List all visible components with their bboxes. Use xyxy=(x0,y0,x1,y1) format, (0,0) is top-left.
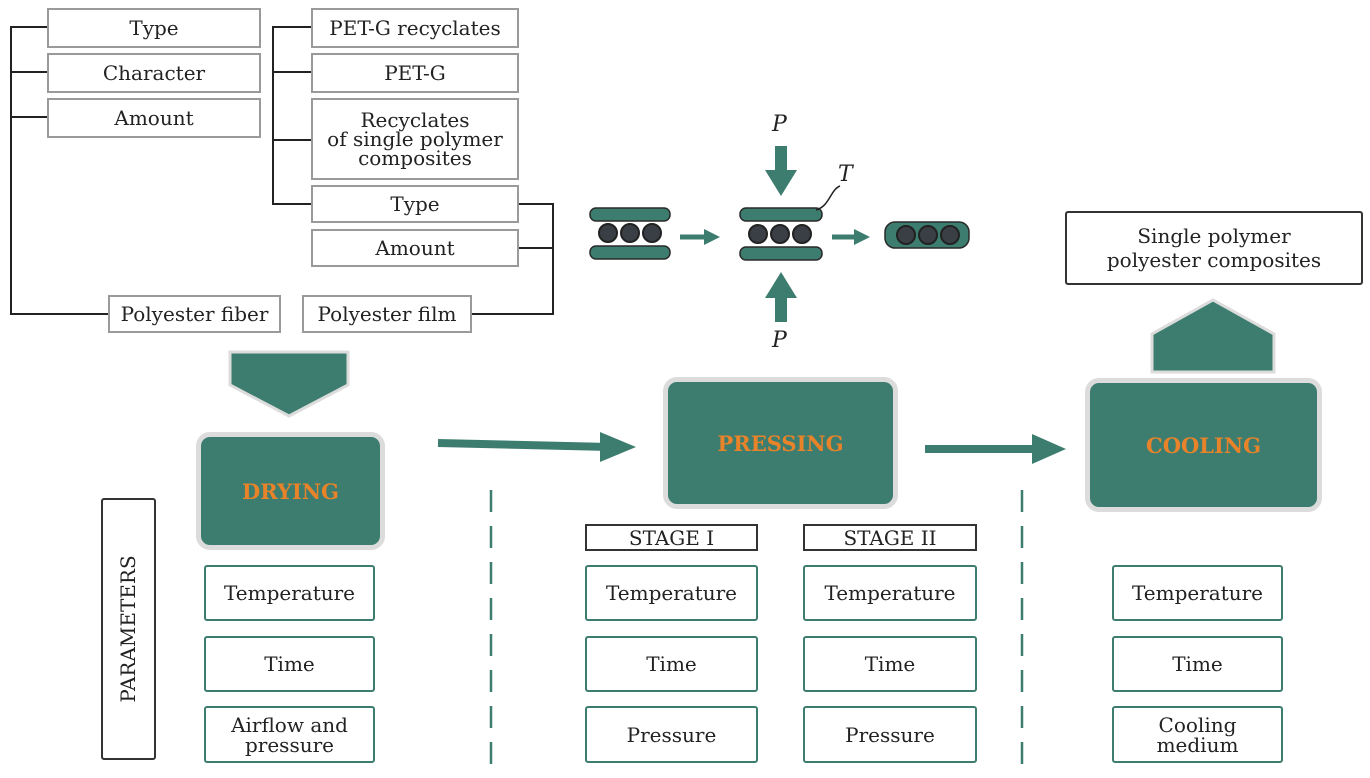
pet-g-box: PET-G xyxy=(311,53,519,93)
fiber-bracket xyxy=(10,26,108,315)
cooling-time-box: Time xyxy=(1112,636,1283,692)
stage2-temperature-box: Temperature xyxy=(803,565,977,621)
pressure-arrow-bottom xyxy=(765,272,797,322)
stage2-pressure-box: Pressure xyxy=(803,706,977,763)
cooling-process-box: COOLING xyxy=(1085,378,1322,512)
polyester-film-box: Polyester film xyxy=(302,295,472,333)
single-polymer-recyclates-box: Recyclates of single polymer composites xyxy=(311,98,519,180)
layered-stack-pressing xyxy=(739,185,841,261)
stage1-time-box: Time xyxy=(585,636,758,692)
fiber-to-drying-arrow xyxy=(228,350,350,418)
pressing-to-cooling-arrow xyxy=(925,434,1066,464)
product-box: Single polymer polyester composites xyxy=(1065,211,1363,285)
film-amount-box: Amount xyxy=(311,229,519,267)
drying-to-pressing-arrow xyxy=(437,432,636,462)
fiber-type-box: Type xyxy=(47,8,261,48)
film-type-box: Type xyxy=(311,185,519,223)
temperature-label: T xyxy=(838,162,853,187)
stage-separators xyxy=(489,490,1024,778)
stage1-pressure-box: Pressure xyxy=(585,706,758,763)
fiber-character-box: Character xyxy=(47,53,261,93)
parameters-label: PARAMETERS xyxy=(116,555,140,703)
pressure-arrow-top xyxy=(765,146,797,196)
schematic-arrow-2 xyxy=(832,229,870,245)
drying-process-box: DRYING xyxy=(196,432,385,550)
parameters-box xyxy=(101,498,156,760)
pressure-label-top: P xyxy=(772,112,787,137)
pet-g-recyclates-box: PET-G recyclates xyxy=(311,8,519,48)
stage1-temperature-box: Temperature xyxy=(585,565,758,621)
layered-stack-before xyxy=(589,207,671,260)
cooling-medium-box: Cooling medium xyxy=(1112,706,1283,763)
pressure-label-bottom: P xyxy=(772,328,787,353)
cooling-temperature-box: Temperature xyxy=(1112,565,1283,621)
stage-1-label: STAGE I xyxy=(585,524,758,551)
pressing-process-box: PRESSING xyxy=(663,377,898,509)
stage-2-label: STAGE II xyxy=(803,524,977,551)
schematic-arrow-1 xyxy=(680,229,720,245)
consolidated-composite xyxy=(884,221,970,249)
drying-temperature-box: Temperature xyxy=(204,565,375,621)
cooling-to-product-arrow xyxy=(1150,298,1276,374)
fiber-amount-box: Amount xyxy=(47,98,261,138)
film-bracket xyxy=(272,26,554,315)
drying-airflow-box: Airflow and pressure xyxy=(204,706,375,763)
drying-time-box: Time xyxy=(204,636,375,692)
polyester-fiber-box: Polyester fiber xyxy=(108,295,281,333)
stage2-time-box: Time xyxy=(803,636,977,692)
